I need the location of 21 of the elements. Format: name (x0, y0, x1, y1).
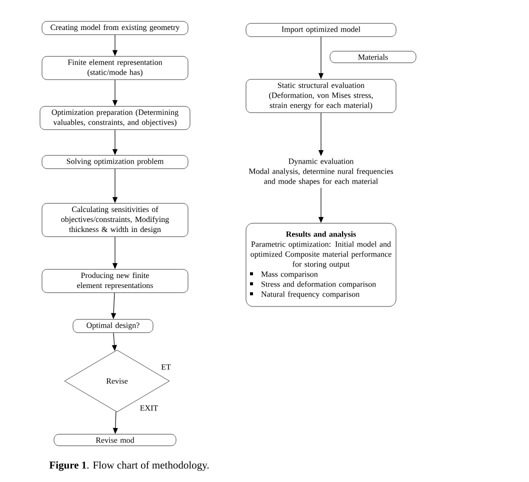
process-box: Finite element representation (static/mode has) (42, 56, 188, 80)
bullet-item: Mass comparison (250, 271, 318, 278)
branch-label: ET (161, 364, 171, 370)
body-text: Parametric optimization: Initial model and optimized Composite material performance for storing output (250, 241, 392, 268)
process-box: Calculating sensitivities of objectives/constraints, Modifying thickness & width in design (42, 203, 188, 237)
process-box: Optimal design? (72, 319, 154, 333)
heading-text: Results and analysis (286, 231, 356, 238)
process-box: Static structural evaluation (Deformation, von Mises stress, strain energy for each material) (246, 79, 396, 113)
results-box (246, 223, 396, 307)
bullet-item: Stress and deformation comparison (250, 281, 376, 288)
branch-label: EXIT (140, 405, 158, 411)
process-box: Materials (330, 50, 416, 64)
process-box: Import optimized model (246, 23, 396, 37)
caption: Figure 1. Flow chart of methodology. (49, 461, 209, 471)
process-box: Creating model from existing geometry (42, 21, 188, 35)
process-box: Revise mod (54, 434, 176, 446)
bullet-item: Natural frequency comparison (250, 291, 360, 298)
process-box: Producing new finite element representations (42, 269, 188, 293)
process-box: Optimization preparation (Determining valuables, constraints, and objectives) (40, 106, 190, 130)
process-text: Dynamic evaluation Modal analysis, determine nural frequencies and mode shapes for each material (248, 158, 394, 186)
process-box: Solving optimization problem (42, 155, 188, 169)
